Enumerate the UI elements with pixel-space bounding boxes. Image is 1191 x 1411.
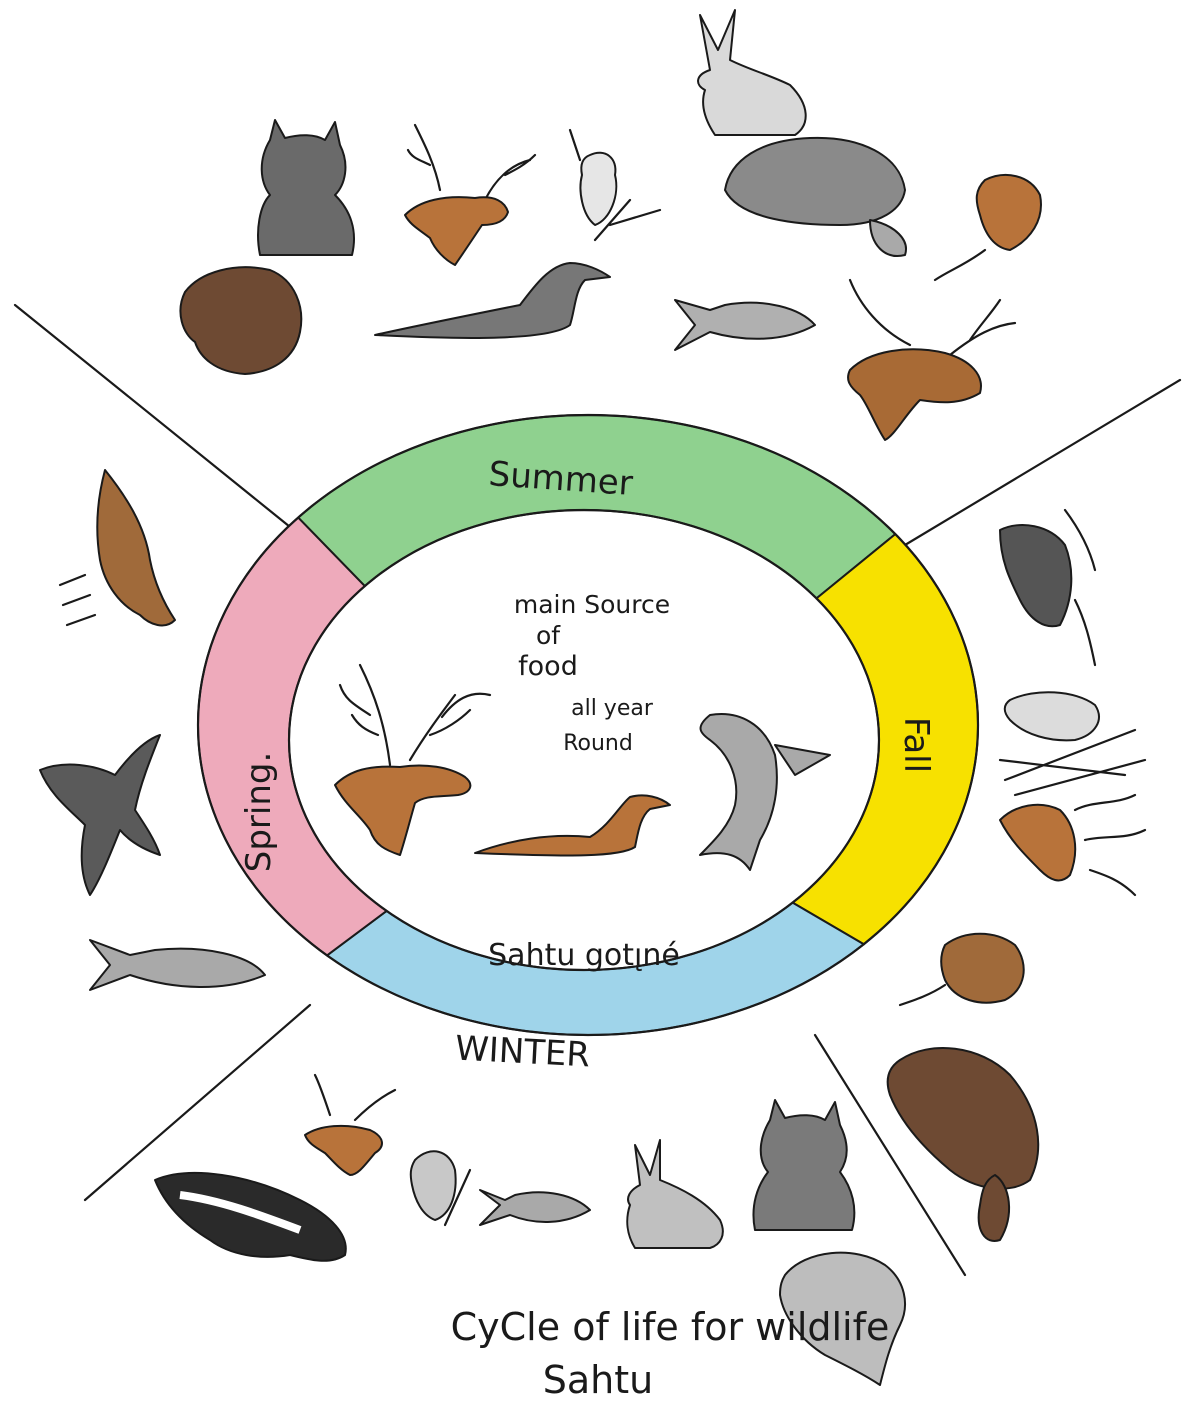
caribou-icon — [335, 665, 490, 855]
center-line-2: of — [536, 621, 561, 650]
beaver-icon — [725, 138, 906, 256]
loon-icon — [475, 795, 670, 855]
rabbit-icon — [698, 10, 806, 135]
caribou-icon — [405, 125, 535, 265]
beaver-icon — [888, 1048, 1039, 1241]
eagle-icon — [570, 130, 660, 240]
caribou-icon — [305, 1075, 395, 1175]
group-name: Sahtu gotı̨né — [488, 938, 680, 973]
center-text: main Source of food all year Round Sahtu… — [488, 590, 680, 973]
fish-icon — [700, 714, 830, 870]
center-line-5: Round — [563, 731, 633, 756]
bear-icon — [180, 267, 301, 374]
fish-icon — [90, 940, 265, 990]
season-label-fall: Fall — [896, 717, 936, 773]
squirrel-icon — [935, 175, 1041, 280]
season-label-spring: Spring. — [239, 752, 279, 873]
lynx-icon — [753, 1100, 854, 1230]
rabbit-icon — [627, 1140, 723, 1248]
moose-icon — [1000, 510, 1095, 665]
caption-line-2: Sahtu — [543, 1358, 653, 1402]
wolverine-icon — [155, 1173, 346, 1261]
divider-top-right — [900, 380, 1180, 548]
ring-segment-summer — [298, 415, 895, 598]
ptarmigan-icon — [411, 1151, 470, 1225]
duck-icon — [40, 735, 160, 895]
loon-icon — [375, 263, 610, 338]
center-line-3: food — [518, 651, 578, 682]
center-line-4: all year — [571, 696, 654, 721]
lynx-icon — [258, 120, 354, 255]
center-line-1: main Source — [514, 590, 670, 619]
ring-segment-fall — [793, 534, 978, 944]
ptarmigan-icon — [1000, 692, 1145, 795]
season-label-winter: WINTER — [454, 1029, 591, 1076]
divider-bottom-left — [85, 1005, 310, 1200]
caption-line-1: CyCle of life for wildlife — [451, 1305, 890, 1349]
summer-animals — [180, 10, 1040, 440]
moose-icon — [848, 280, 1015, 440]
squirrel-icon — [900, 934, 1024, 1005]
fish-icon — [675, 300, 815, 350]
fish-icon — [480, 1190, 590, 1225]
ring-segment-spring — [198, 518, 387, 956]
goose-icon — [60, 470, 175, 625]
caribou-icon — [1000, 795, 1145, 895]
